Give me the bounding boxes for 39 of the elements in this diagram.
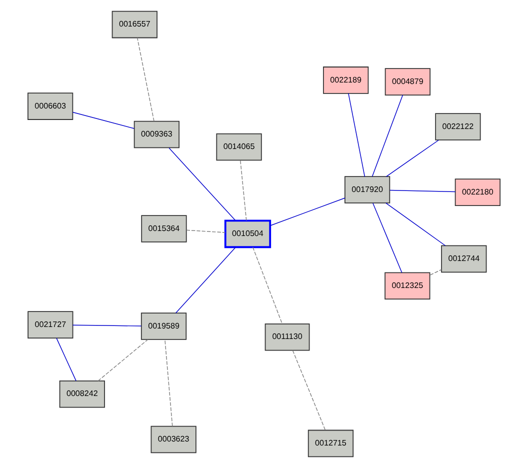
connector [269, 198, 345, 226]
node-box: 0012744 [440, 245, 486, 273]
connector [385, 202, 446, 246]
connector [72, 324, 142, 326]
connector [429, 269, 442, 276]
node-box: 0022189 [322, 66, 368, 94]
connector [174, 246, 236, 314]
node-box: 0004879 [384, 68, 430, 96]
node-box: 0022122 [434, 113, 480, 140]
connector [97, 339, 148, 382]
connector [168, 148, 236, 221]
node-box: 0014065 [216, 133, 262, 161]
node-box: 0017920 [344, 176, 390, 204]
node-box: 0012325 [384, 272, 430, 300]
node-box: 0016557 [111, 10, 157, 38]
node-box: 0011130 [264, 324, 310, 351]
node-box: 0012715 [307, 430, 354, 458]
node-box: 0003623 [150, 426, 196, 454]
node-box: 0015364 [140, 215, 186, 242]
connector [72, 112, 134, 129]
node-box: 0010504 [224, 220, 271, 248]
node-box: 0009363 [133, 120, 179, 148]
connector [239, 160, 246, 221]
connector [186, 230, 226, 233]
connector [56, 338, 76, 382]
node-box: 0022180 [454, 178, 500, 206]
connector [372, 202, 402, 273]
node-box: 0021727 [27, 311, 73, 338]
connector [385, 140, 439, 177]
connector [136, 38, 154, 122]
connector [348, 93, 365, 177]
connector [371, 94, 403, 177]
connector [292, 350, 326, 430]
node-box: 0008242 [58, 380, 104, 408]
node-box: 0006603 [27, 92, 73, 120]
connector [389, 190, 456, 192]
connector [252, 246, 282, 324]
connector [164, 339, 172, 427]
node-box: 0019589 [140, 312, 186, 340]
